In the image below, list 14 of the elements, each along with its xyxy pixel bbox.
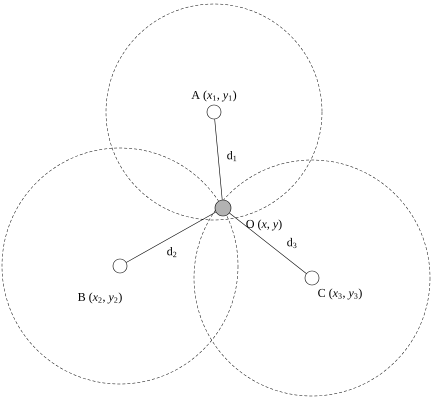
edge-label: d$_{2}$ <box>166 246 178 258</box>
point-label: C (x$_{3}$, y$_{3}$) <box>318 288 362 300</box>
anchor-point <box>304 270 320 286</box>
anchor-point <box>206 104 222 120</box>
anchor-point <box>112 258 128 274</box>
distance-line <box>214 118 223 200</box>
distance-line <box>126 212 216 263</box>
edge-label: d$_{1}$ <box>226 150 238 162</box>
target-point <box>214 200 232 216</box>
edge-label: d$_{3}$ <box>286 236 298 250</box>
point-label: A (x$_{1}$, y$_{1}$) <box>191 90 236 102</box>
point-label: O (x, y) <box>246 220 282 230</box>
distance-line <box>229 212 307 274</box>
point-label: B (x$_{2}$, y$_{2}$) <box>78 292 122 304</box>
